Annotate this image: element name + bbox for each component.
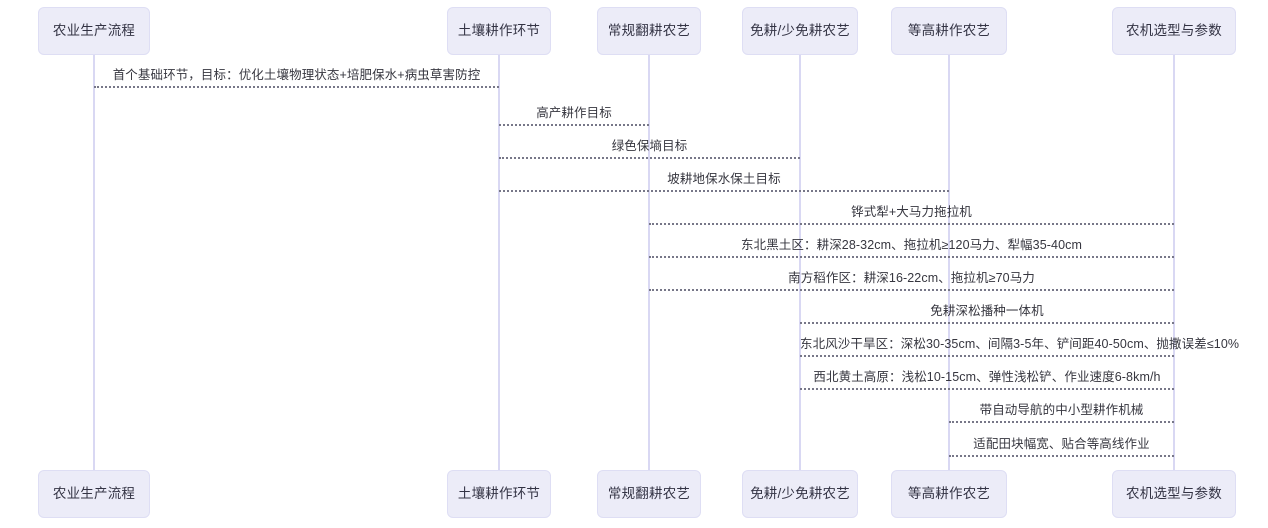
message-label-3: 绿色保墒目标	[611, 139, 688, 154]
participant-label: 农机选型与参数	[1126, 23, 1222, 39]
participant-box-top-p1[interactable]: 土壤耕作环节	[447, 7, 551, 55]
participant-box-bottom-p5[interactable]: 农机选型与参数	[1112, 470, 1236, 518]
message-label-10: 西北黄土高原：浅松10-15cm、弹性浅松铲、作业速度6-8km/h	[813, 370, 1161, 385]
participant-label: 土壤耕作环节	[457, 486, 541, 502]
participant-box-top-p3[interactable]: 免耕/少免耕农艺	[742, 7, 858, 55]
participant-label: 常规翻耕农艺	[607, 486, 691, 502]
message-label-6: 东北黑土区：耕深28-32cm、拖拉机≥120马力、犁幅35-40cm	[741, 238, 1082, 253]
participant-label: 免耕/少免耕农艺	[750, 486, 850, 502]
message-label-12: 适配田块幅宽、贴合等高线作业	[973, 437, 1150, 452]
participant-label: 农机选型与参数	[1126, 486, 1222, 502]
participant-label: 农业生产流程	[52, 23, 136, 39]
message-label-5: 铧式犁+大马力拖拉机	[851, 205, 972, 220]
lifeline-p3	[799, 55, 801, 470]
participant-label: 农业生产流程	[52, 486, 136, 502]
participant-label: 免耕/少免耕农艺	[750, 23, 850, 39]
message-label-7: 南方稻作区：耕深16-22cm、拖拉机≥70马力	[788, 271, 1035, 286]
lifeline-p0	[93, 55, 95, 470]
participant-box-top-p0[interactable]: 农业生产流程	[38, 7, 150, 55]
message-line-1	[94, 86, 499, 88]
message-label-4: 坡耕地保水保土目标	[667, 172, 781, 187]
message-line-2	[499, 124, 649, 126]
message-label-8: 免耕深松播种一体机	[930, 304, 1044, 319]
message-line-8	[800, 322, 1174, 324]
message-label-9: 东北风沙干旱区：深松30-35cm、间隔3-5年、铲间距40-50cm、抛撒误差…	[800, 337, 1240, 352]
message-line-11	[949, 421, 1174, 423]
participant-box-bottom-p2[interactable]: 常规翻耕农艺	[597, 470, 701, 518]
participant-box-top-p4[interactable]: 等高耕作农艺	[891, 7, 1007, 55]
participant-label: 等高耕作农艺	[907, 486, 991, 502]
message-label-2: 高产耕作目标	[536, 106, 612, 121]
participant-box-bottom-p4[interactable]: 等高耕作农艺	[891, 470, 1007, 518]
message-label-11: 带自动导航的中小型耕作机械	[979, 403, 1144, 418]
lifeline-p5	[1173, 55, 1175, 470]
message-line-12	[949, 455, 1174, 457]
message-line-5	[649, 223, 1174, 225]
lifeline-p2	[648, 55, 650, 470]
message-line-3	[499, 157, 800, 159]
participant-box-bottom-p0[interactable]: 农业生产流程	[38, 470, 150, 518]
message-label-1: 首个基础环节，目标：优化土壤物理状态+培肥保水+病虫草害防控	[112, 68, 481, 83]
participant-label: 等高耕作农艺	[907, 23, 991, 39]
participant-box-top-p2[interactable]: 常规翻耕农艺	[597, 7, 701, 55]
participant-box-bottom-p3[interactable]: 免耕/少免耕农艺	[742, 470, 858, 518]
message-line-10	[800, 388, 1174, 390]
lifeline-p1	[498, 55, 500, 470]
message-line-4	[499, 190, 949, 192]
participant-label: 常规翻耕农艺	[607, 23, 691, 39]
participant-box-top-p5[interactable]: 农机选型与参数	[1112, 7, 1236, 55]
message-line-7	[649, 289, 1174, 291]
participant-box-bottom-p1[interactable]: 土壤耕作环节	[447, 470, 551, 518]
participant-label: 土壤耕作环节	[457, 23, 541, 39]
lifeline-p4	[948, 55, 950, 470]
message-line-6	[649, 256, 1174, 258]
message-line-9	[800, 355, 1174, 357]
